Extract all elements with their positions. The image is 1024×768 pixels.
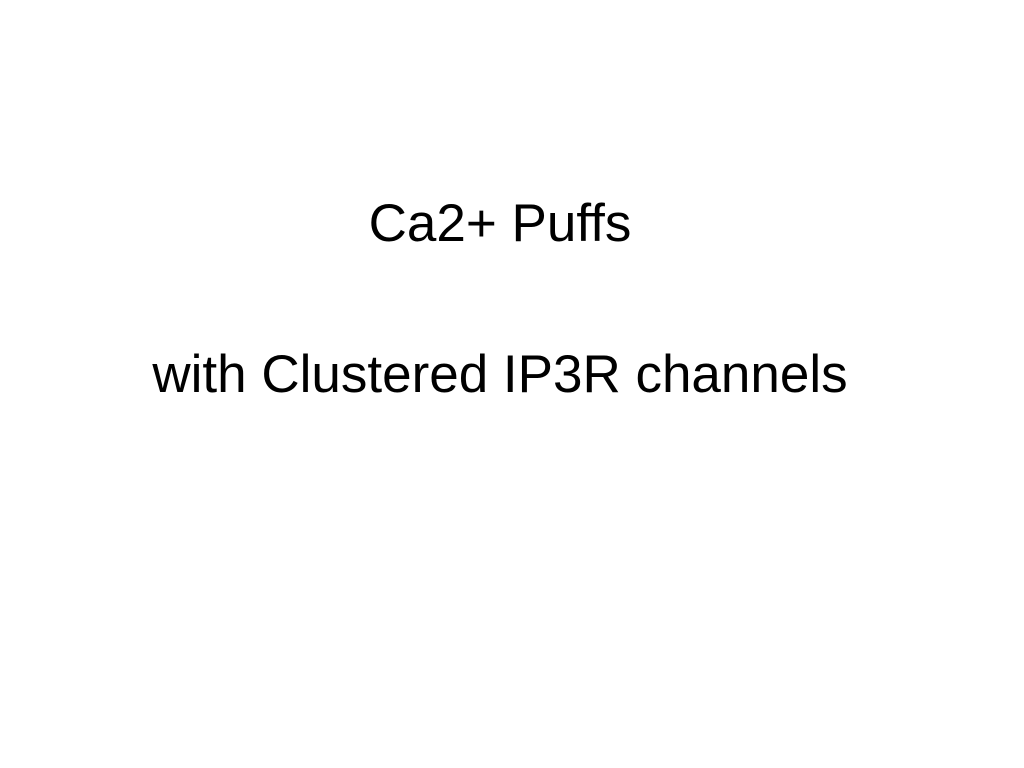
slide-subtitle: with Clustered IP3R channels [152,345,848,404]
slide-title: Ca2+ Puffs [368,194,632,253]
